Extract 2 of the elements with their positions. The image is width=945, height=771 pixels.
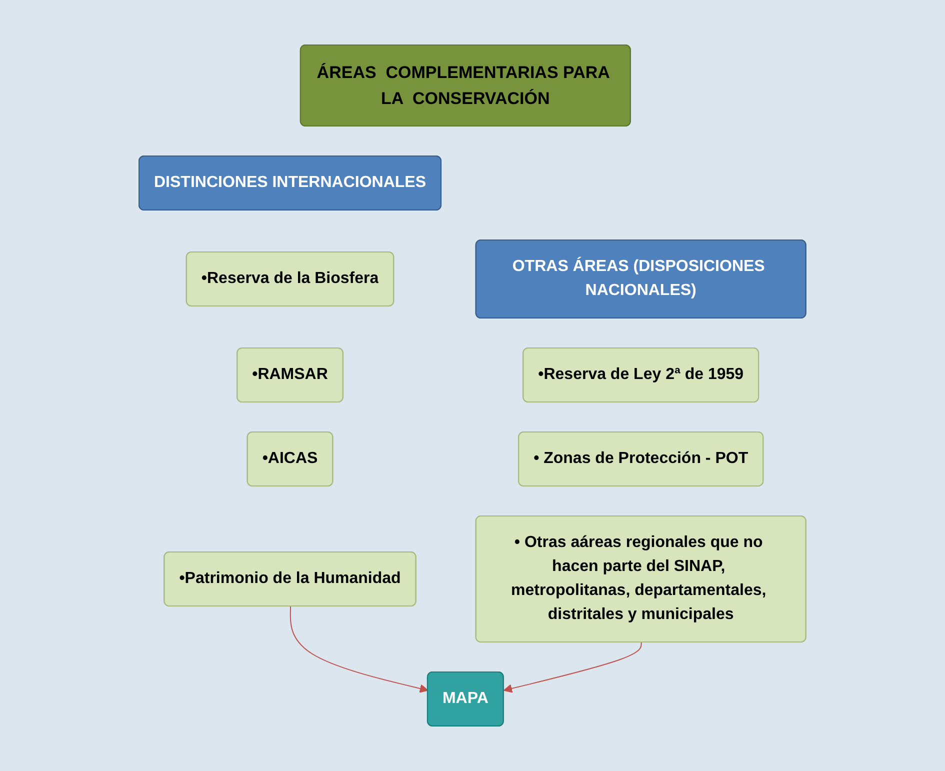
arrow [504,642,642,693]
arrow [290,606,428,693]
